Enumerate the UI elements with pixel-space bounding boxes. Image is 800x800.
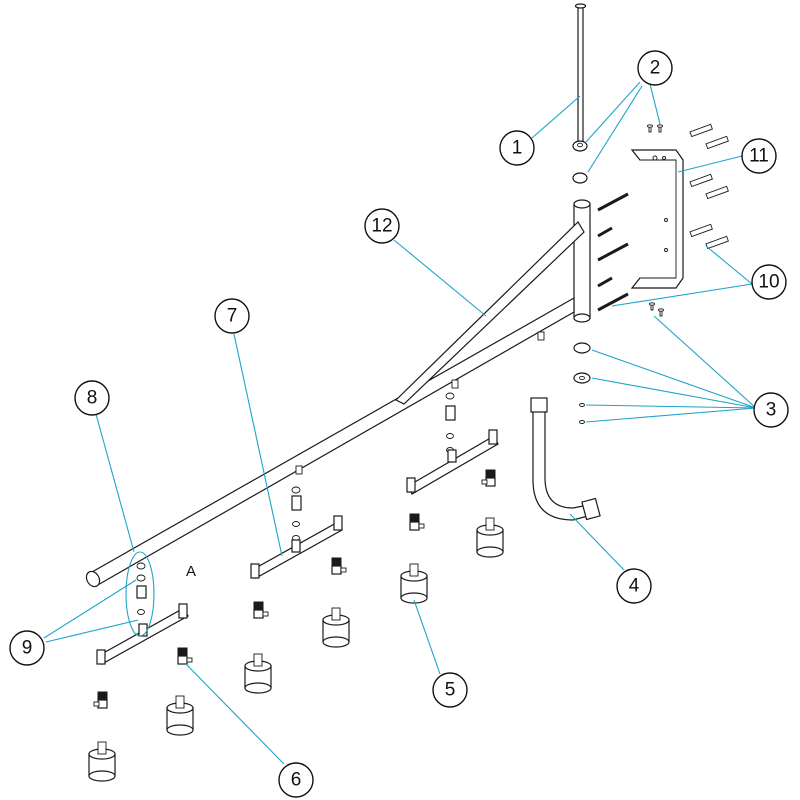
balloon-12-label: 12 bbox=[371, 216, 392, 237]
balloon-3-label: 3 bbox=[766, 400, 777, 421]
weight-set-part-5 bbox=[88, 517, 504, 782]
balloon-7-label: 7 bbox=[227, 306, 238, 327]
balloon-11: 11 bbox=[741, 138, 777, 174]
leader-9b bbox=[45, 619, 139, 643]
leader-8 bbox=[95, 413, 135, 553]
leader-10b bbox=[611, 283, 753, 307]
balloon-10: 10 bbox=[751, 264, 787, 300]
nozzle-set-part-6 bbox=[93, 469, 496, 709]
leader-7 bbox=[233, 333, 283, 557]
balloon-5: 5 bbox=[432, 672, 468, 708]
balloon-3: 3 bbox=[753, 392, 789, 428]
leader-6 bbox=[185, 663, 285, 765]
screw-set-part-3-upper bbox=[649, 302, 664, 317]
leader-2b bbox=[587, 85, 643, 173]
leader-2c bbox=[649, 83, 661, 125]
crossbar-assembly-view-a bbox=[96, 562, 189, 665]
balloon-8-label: 8 bbox=[87, 388, 98, 409]
frame-part-12 bbox=[85, 199, 591, 588]
balloon-4-label: 4 bbox=[629, 576, 640, 597]
leader-4 bbox=[569, 513, 625, 571]
leader-lines bbox=[43, 81, 757, 765]
bent-pipe-part-4 bbox=[530, 397, 601, 521]
leader-2a bbox=[585, 81, 641, 143]
view-label-a: A bbox=[186, 563, 196, 580]
rod-part-1 bbox=[572, 3, 588, 184]
balloon-1: 1 bbox=[499, 130, 535, 166]
balloon-2: 2 bbox=[637, 50, 673, 86]
balloon-6: 6 bbox=[278, 762, 314, 798]
balloon-4: 4 bbox=[616, 568, 652, 604]
balloon-1-label: 1 bbox=[512, 138, 523, 159]
washer-set-part-3 bbox=[573, 342, 591, 424]
leader-3b bbox=[591, 349, 757, 409]
balloon-9-label: 9 bbox=[22, 638, 33, 659]
balloon-6-label: 6 bbox=[291, 770, 302, 791]
leader-3a bbox=[653, 315, 757, 409]
leader-3c bbox=[591, 377, 757, 409]
balloon-11-label: 11 bbox=[749, 146, 769, 167]
leader-5 bbox=[413, 599, 441, 675]
leader-3e bbox=[585, 407, 757, 423]
leader-9a bbox=[43, 579, 137, 639]
balloon-5-label: 5 bbox=[445, 680, 456, 701]
detail-ellipse-view-a bbox=[125, 551, 155, 637]
crossbar-assembly-center bbox=[406, 392, 499, 495]
leader-11 bbox=[677, 155, 743, 173]
leader-10a bbox=[705, 245, 753, 285]
leader-3d bbox=[585, 404, 757, 409]
leader-12 bbox=[393, 239, 487, 317]
balloon-10-label: 10 bbox=[758, 272, 779, 293]
balloon-12: 12 bbox=[364, 208, 400, 244]
wall-bracket-part-11 bbox=[630, 149, 684, 289]
anchor-bolts-part-10 bbox=[597, 123, 729, 312]
balloon-2-label: 2 bbox=[650, 58, 661, 79]
balloon-9: 9 bbox=[9, 630, 45, 666]
balloon-7: 7 bbox=[214, 298, 250, 334]
crossbar-assembly-left bbox=[250, 486, 343, 579]
leader-1 bbox=[531, 95, 581, 139]
balloon-8: 8 bbox=[74, 380, 110, 416]
screw-set-part-2 bbox=[647, 124, 663, 133]
